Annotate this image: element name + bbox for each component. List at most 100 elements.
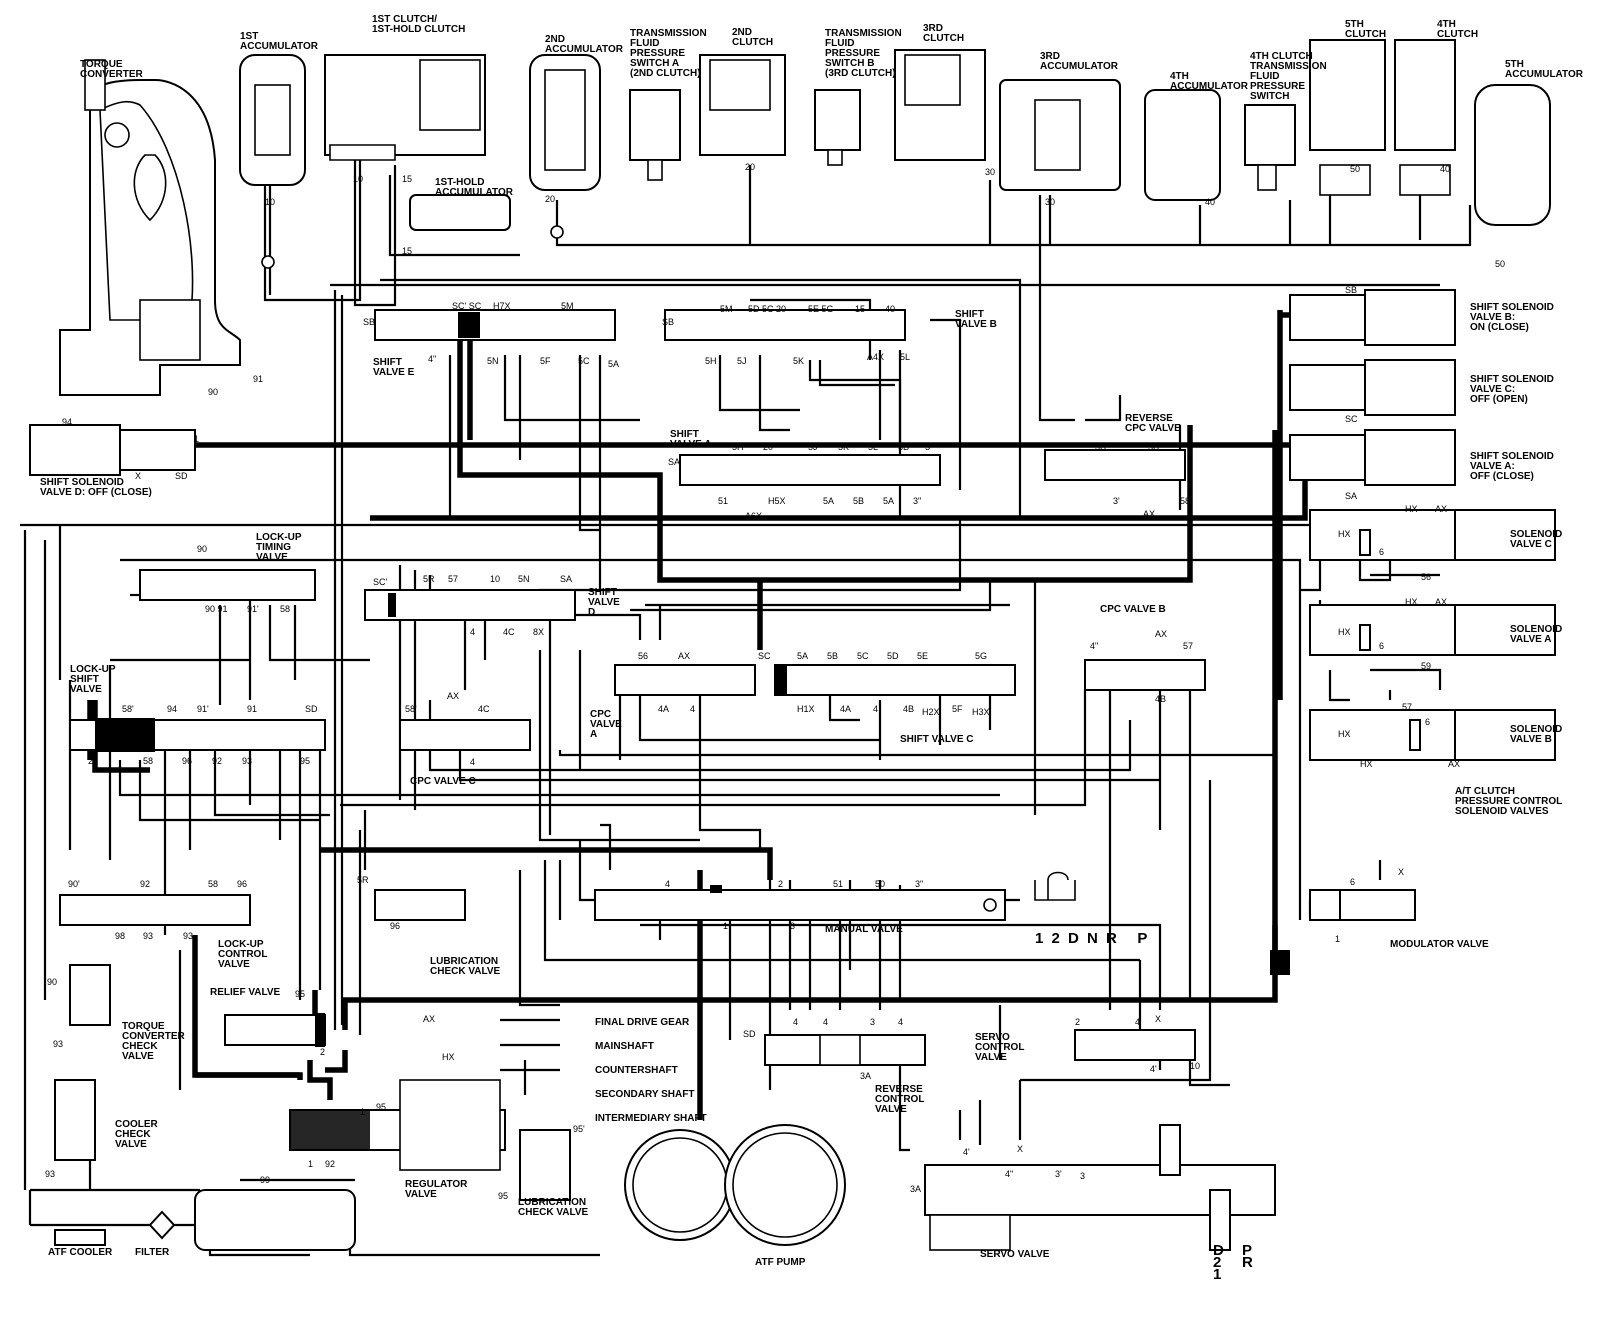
label-shift-valve-d: SHIFT VALVE D xyxy=(588,587,620,618)
label-solenoid-valve-a: SOLENOID VALVE A xyxy=(1510,624,1563,645)
port-label: 5A xyxy=(797,651,809,661)
port-label: AX xyxy=(423,1014,436,1024)
port-label: 4 xyxy=(470,627,476,637)
port-label: 4B xyxy=(903,704,915,714)
port-label: 95 xyxy=(295,989,306,999)
label-mainshaft: MAINSHAFT xyxy=(595,1041,654,1052)
label-pressure-switch-b: TRANSMISSION FLUID PRESSURE SWITCH B (3R… xyxy=(825,28,902,79)
port-label: 4 xyxy=(665,879,671,889)
port-label: 15 xyxy=(402,174,413,184)
label-first-hold-accumulator: 1ST-HOLD ACCUMULATOR xyxy=(435,177,513,198)
label-shift-solenoid-d: SHIFT SOLENOID VALVE D: OFF (CLOSE) xyxy=(40,477,152,498)
port-label: 5R xyxy=(357,875,369,885)
port-label: 56 xyxy=(638,651,649,661)
label-atf-pump: ATF PUMP xyxy=(755,1257,806,1268)
port-label: 4C xyxy=(478,704,490,714)
fluid-passages xyxy=(20,155,1472,1257)
port-label: 5H xyxy=(705,356,717,366)
port-label: 4B xyxy=(1155,694,1167,704)
port-label: 96 xyxy=(237,879,248,889)
port-label: 3' xyxy=(1055,1169,1062,1179)
port-label: 5H xyxy=(732,442,744,452)
port-label: 4C xyxy=(503,627,515,637)
label-solenoid-valve-c: SOLENOID VALVE C xyxy=(1510,529,1563,550)
label-third-clutch: 3RD CLUTCH xyxy=(923,23,965,44)
port-label: 5C xyxy=(578,356,590,366)
port-label: 94 xyxy=(167,704,178,714)
port-label: 93 xyxy=(183,931,194,941)
port-label: 5A xyxy=(883,496,895,506)
port-label: 58 xyxy=(1180,496,1191,506)
port-label: SC xyxy=(758,651,771,661)
port-label: 96 xyxy=(390,921,401,931)
port-label: 2 xyxy=(320,1047,326,1057)
port-label: SA xyxy=(560,574,573,584)
port-label: 4A xyxy=(840,704,852,714)
port-label: 93 xyxy=(143,931,154,941)
port-label: 92 xyxy=(212,756,223,766)
servo-position-left: D 2 1 xyxy=(1213,1242,1224,1283)
port-label: 5E 5G xyxy=(808,304,834,314)
port-label: HX xyxy=(1360,759,1373,769)
label-servo-control-valve: SERVO CONTROL VALVE xyxy=(975,1032,1025,1063)
label-final-drive-gear: FINAL DRIVE GEAR xyxy=(595,1017,690,1028)
port-label: 5D 5C 20 xyxy=(748,304,787,314)
label-torque-converter: TORQUE CONVERTER xyxy=(80,59,143,80)
port-label: 5L xyxy=(900,352,911,362)
label-reverse-cpc-valve: REVERSE CPC VALVE xyxy=(1125,413,1181,434)
port-label: 4" xyxy=(1090,641,1099,651)
port-label: 4 xyxy=(898,1017,904,1027)
port-label: 6 xyxy=(1379,641,1385,651)
label-second-clutch: 2ND CLUTCH xyxy=(732,27,774,48)
port-label: 30 xyxy=(1045,197,1056,207)
port-label: 10 xyxy=(1190,1061,1201,1071)
label-fourth-clutch: 4TH CLUTCH xyxy=(1437,19,1479,40)
port-label: 90 xyxy=(197,544,208,554)
port-label: 91' xyxy=(197,704,209,714)
label-solenoid-valve-b: SOLENOID VALVE B xyxy=(1510,724,1563,745)
port-label: 2 xyxy=(1075,1017,1081,1027)
port-label: SB xyxy=(662,317,675,327)
port-label: 4 xyxy=(1135,1017,1141,1027)
port-label: 98 xyxy=(115,931,126,941)
port-label: AX xyxy=(1435,504,1448,514)
port-label: 5C xyxy=(857,651,869,661)
label-at-clutch-solenoids: A/T CLUTCH PRESSURE CONTROL SOLENOID VAL… xyxy=(1455,786,1563,817)
label-lubrication-check-valve-upper: LUBRICATION CHECK VALVE xyxy=(430,956,501,977)
port-label: 5J xyxy=(737,356,747,366)
label-second-accumulator: 2ND ACCUMULATOR xyxy=(545,34,623,55)
label-fifth-clutch: 5TH CLUTCH xyxy=(1345,19,1387,40)
port-label: 99 xyxy=(260,1175,271,1185)
label-shift-solenoid-a: SHIFT SOLENOID VALVE A: OFF (CLOSE) xyxy=(1470,451,1554,482)
port-label: 59 xyxy=(1421,661,1432,671)
port-label: 4 xyxy=(470,757,476,767)
port-label: AX xyxy=(1448,759,1461,769)
port-label: 5D xyxy=(887,651,899,661)
port-label: 5L xyxy=(868,442,879,452)
port-label: 91' xyxy=(247,604,259,614)
port-label: 2 xyxy=(778,879,784,889)
port-label: 6 xyxy=(1350,877,1356,887)
port-label: 6 xyxy=(1379,547,1385,557)
port-label: 5F xyxy=(952,704,963,714)
port-label: 5K xyxy=(793,356,805,366)
label-first-accumulator: 1ST ACCUMULATOR xyxy=(240,31,318,52)
port-label: 57 xyxy=(448,574,459,584)
port-label: 5A xyxy=(823,496,835,506)
label-shift-valve-a: SHIFT VALVE A xyxy=(670,429,712,450)
port-label: 40 xyxy=(1440,164,1451,174)
port-label: 3" xyxy=(915,879,924,889)
port-label: 30 xyxy=(985,167,996,177)
port-label: 10 xyxy=(265,197,276,207)
port-label: X xyxy=(1155,1014,1162,1024)
port-label: 3 xyxy=(1080,1171,1086,1181)
port-label: 92 xyxy=(325,1159,336,1169)
port-label: 5J xyxy=(808,442,818,452)
port-label: 51 xyxy=(833,879,844,889)
port-label: 4" xyxy=(428,354,437,364)
port-label: X xyxy=(1398,867,1405,877)
label-cooler-check-valve: COOLER CHECK VALVE xyxy=(115,1119,158,1150)
port-label: 91 xyxy=(247,704,258,714)
